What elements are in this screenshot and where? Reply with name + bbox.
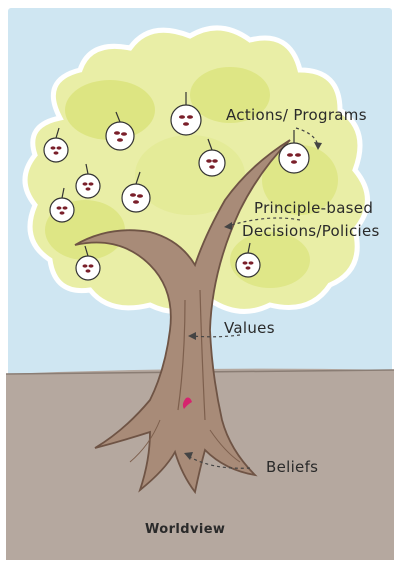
fruit [278,130,310,174]
arrowhead-actions [314,142,322,150]
arrowhead-principle [224,222,232,230]
label-worldview: Worldview [145,522,225,537]
fruit [49,187,75,223]
label-decisions-policies: Decisions/Policies [242,222,380,240]
fruit [198,138,226,177]
heart-mark [182,397,192,409]
fruit [75,245,101,281]
fruit [170,92,202,136]
arrow-principle [227,217,301,227]
arrow-beliefs [187,455,251,469]
arrowhead-beliefs [184,452,193,460]
label-values: Values [224,319,275,337]
label-principle-based: Principle-based [254,199,373,217]
tree-trunk [74,139,291,495]
fruit [121,171,151,213]
label-beliefs: Beliefs [266,458,318,476]
arrowhead-values [188,332,196,340]
fruit-group [43,92,310,281]
fruit [43,127,69,163]
arrow-values [191,334,241,338]
fruit [235,242,261,278]
fruit [105,111,135,151]
label-actions-programs: Actions/ Programs [226,106,367,124]
fruit [75,163,101,199]
